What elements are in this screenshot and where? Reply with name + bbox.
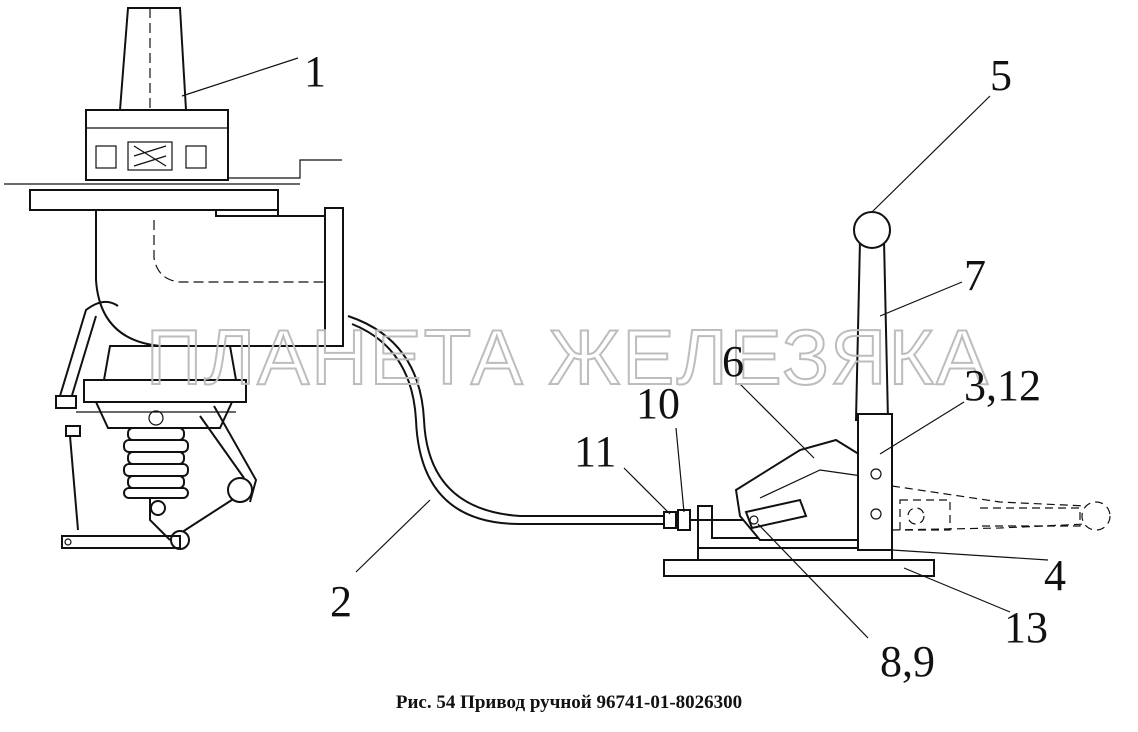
callout-1: 1 — [304, 47, 326, 96]
valve-assembly — [4, 7, 344, 550]
leader-lines — [181, 57, 1049, 639]
cable — [347, 315, 760, 531]
callout-11: 11 — [574, 427, 616, 476]
callout-10: 10 — [636, 379, 680, 428]
watermark-text: ПЛАНЕТА ЖЕЛЕЗЯКА — [146, 313, 990, 401]
callout-13: 13 — [1004, 603, 1048, 652]
callout-6: 6 — [722, 337, 744, 386]
callout-5: 5 — [990, 51, 1012, 100]
callout-4: 4 — [1044, 551, 1066, 600]
figure-caption: Рис. 54 Привод ручной 96741-01-8026300 — [395, 692, 743, 713]
bellows — [123, 427, 189, 499]
lever-assembly — [663, 211, 1111, 577]
callout-7: 7 — [964, 251, 986, 300]
callout-8-9: 8,9 — [880, 637, 935, 686]
callout-2: 2 — [330, 577, 352, 626]
callout-3-12: 3,12 — [964, 361, 1041, 410]
